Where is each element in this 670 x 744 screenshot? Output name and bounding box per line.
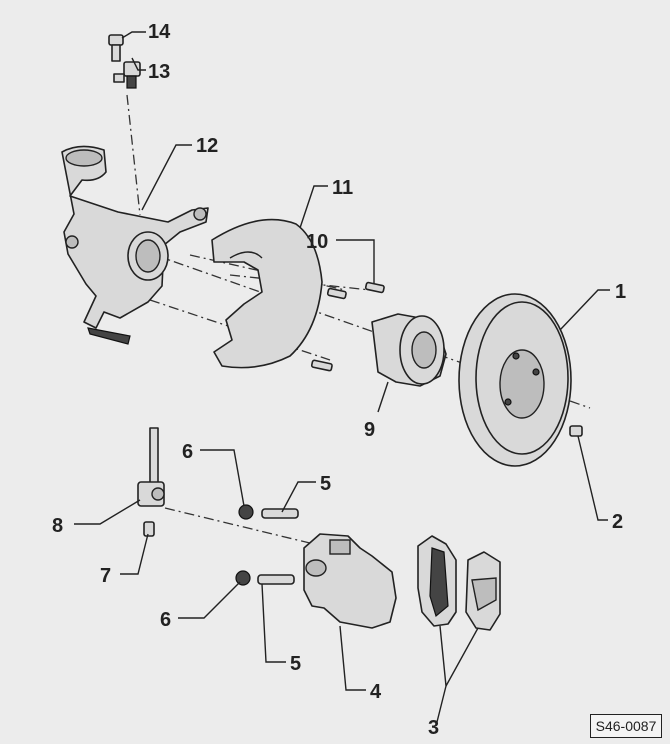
callout-6b: 6: [160, 609, 171, 631]
callout-9: 9: [364, 419, 375, 441]
callout-12: 12: [196, 135, 218, 157]
callout-3: 3: [428, 717, 439, 739]
callout-11: 11: [332, 177, 353, 199]
disc-screw-part-2: [569, 425, 583, 437]
brake-disc-part-1: [458, 293, 572, 467]
callout-2: 2: [612, 511, 623, 533]
reference-code-box: S46-0087: [590, 714, 662, 738]
brake-hose-part-8: [137, 427, 165, 507]
callout-4: 4: [370, 681, 382, 703]
callout-7: 7: [100, 565, 111, 587]
brake-pads-part-3: [417, 535, 501, 631]
callout-6a: 6: [182, 441, 193, 463]
leader-lines: [74, 31, 610, 727]
caliper-part-4: [303, 533, 397, 629]
wheel-hub-part-9: [371, 313, 447, 387]
callout-5a: 5: [320, 473, 331, 495]
steering-knuckle-part-12: [61, 145, 209, 345]
callout-5b: 5: [290, 653, 301, 675]
callout-10: 10: [306, 231, 328, 253]
callout-8: 8: [52, 515, 63, 537]
callout-14: 14: [148, 21, 171, 43]
guide-bolts: [235, 504, 299, 586]
callout-labels: 14 13 12 11 10 1 2 9 6 5 8 7 6 5 4 3: [52, 21, 626, 739]
screws: [310, 281, 385, 372]
bolt-part-14: [108, 34, 124, 62]
callout-13: 13: [148, 61, 170, 83]
bleeder-part-7: [143, 521, 155, 537]
callout-1: 1: [615, 281, 626, 303]
dust-shield-part-11: [211, 218, 323, 369]
